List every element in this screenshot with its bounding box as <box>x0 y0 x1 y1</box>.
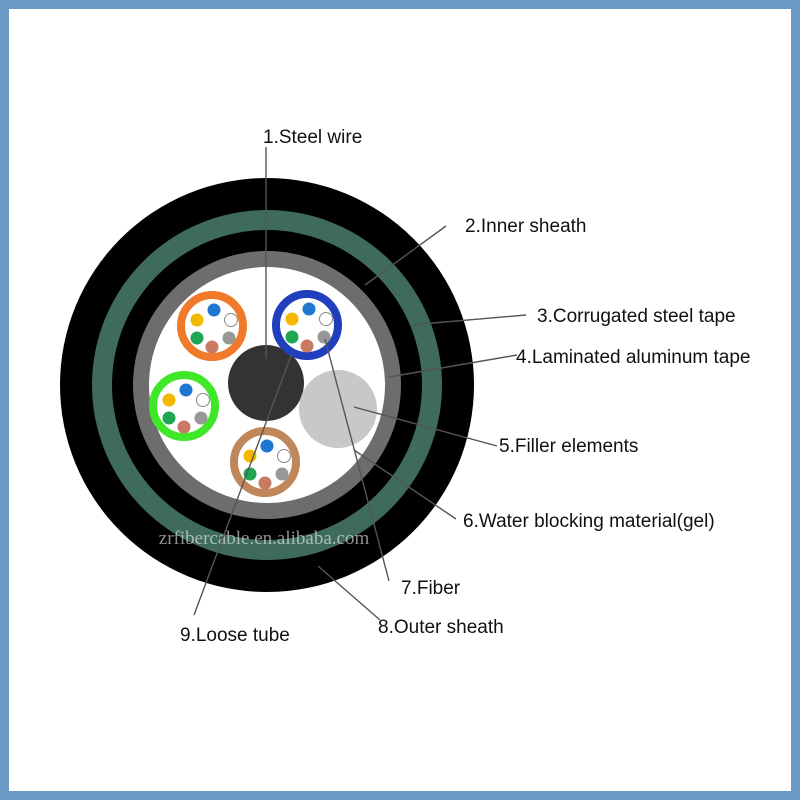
fiber-orange-5 <box>190 331 204 345</box>
label-inner-sheath: 2.Inner sheath <box>465 216 586 237</box>
fiber-green-2 <box>196 393 210 407</box>
fiber-brown-2 <box>277 449 291 463</box>
watermark: zrfibercable.en.alibaba.com <box>159 528 370 549</box>
steel-wire <box>228 345 304 421</box>
label-loose-tube: 9.Loose tube <box>180 625 290 646</box>
fiber-green-3 <box>162 393 176 407</box>
diagram-frame: zrfibercable.en.alibaba.com 1.Steel wire… <box>9 9 791 791</box>
fiber-blue-2 <box>319 312 333 326</box>
label-steel-wire: 1.Steel wire <box>263 127 362 148</box>
fiber-brown-5 <box>243 467 257 481</box>
leader-fiber <box>324 338 390 582</box>
leader-laminated-aluminum-tape <box>388 354 518 378</box>
fiber-green-6 <box>177 420 191 434</box>
fiber-blue-3 <box>285 312 299 326</box>
fiber-green-5 <box>162 411 176 425</box>
label-corrugated-steel-tape: 3.Corrugated steel tape <box>537 306 736 327</box>
label-laminated-aluminum-tape: 4.Laminated aluminum tape <box>516 347 750 368</box>
fiber-blue-4 <box>317 330 331 344</box>
fiber-brown-3 <box>243 449 257 463</box>
fiber-green-4 <box>194 411 208 425</box>
fiber-orange-4 <box>222 331 236 345</box>
label-fiber: 7.Fiber <box>401 578 461 599</box>
fiber-blue-5 <box>285 330 299 344</box>
fiber-green-1 <box>179 383 193 397</box>
leader-outer-sheath <box>317 565 381 621</box>
fiber-brown-4 <box>275 467 289 481</box>
loose-tubes <box>149 290 342 497</box>
leader-filler-elements <box>353 406 498 447</box>
fiber-orange-3 <box>190 313 204 327</box>
fiber-cable-cross-section: zrfibercable.en.alibaba.com 1.Steel wire… <box>60 127 750 646</box>
filler-element <box>299 370 377 448</box>
fiber-orange-1 <box>207 303 221 317</box>
label-outer-sheath: 8.Outer sheath <box>378 617 504 638</box>
leader-corrugated-steel-tape <box>409 314 527 326</box>
leader-inner-sheath <box>364 225 447 286</box>
fiber-brown-6 <box>258 476 272 490</box>
label-filler-elements: 5.Filler elements <box>499 436 638 457</box>
fiber-blue-1 <box>302 302 316 316</box>
label-water-blocking-material: 6.Water blocking material(gel) <box>463 511 715 532</box>
fiber-brown-1 <box>260 439 274 453</box>
leader-loose-tube <box>193 352 293 616</box>
fiber-orange-6 <box>205 340 219 354</box>
leader-water-blocking-material <box>353 449 457 520</box>
fiber-orange-2 <box>224 313 238 327</box>
fiber-blue-6 <box>300 339 314 353</box>
